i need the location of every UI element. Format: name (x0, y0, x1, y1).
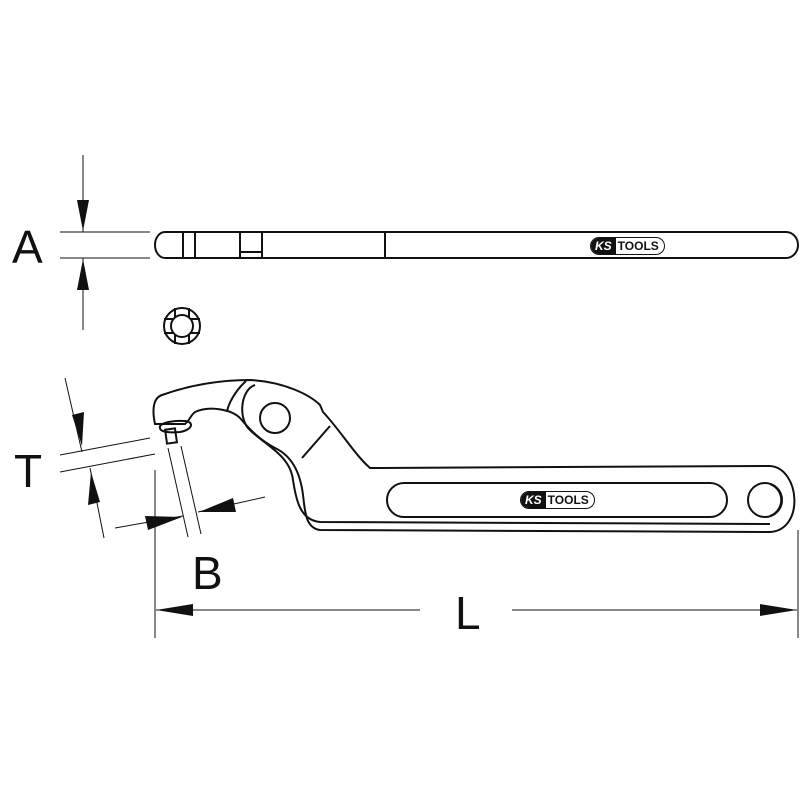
label-t: T (14, 445, 43, 497)
label-a: A (12, 221, 43, 273)
dimension-b (114, 445, 266, 538)
cross-section-icon (163, 307, 201, 345)
label-b: B (192, 547, 223, 599)
dimension-t (59, 377, 156, 539)
dimension-a (60, 155, 150, 330)
dimension-l (154, 470, 799, 638)
label-l: L (455, 587, 481, 639)
side-view (152, 378, 796, 534)
top-view (154, 231, 799, 259)
